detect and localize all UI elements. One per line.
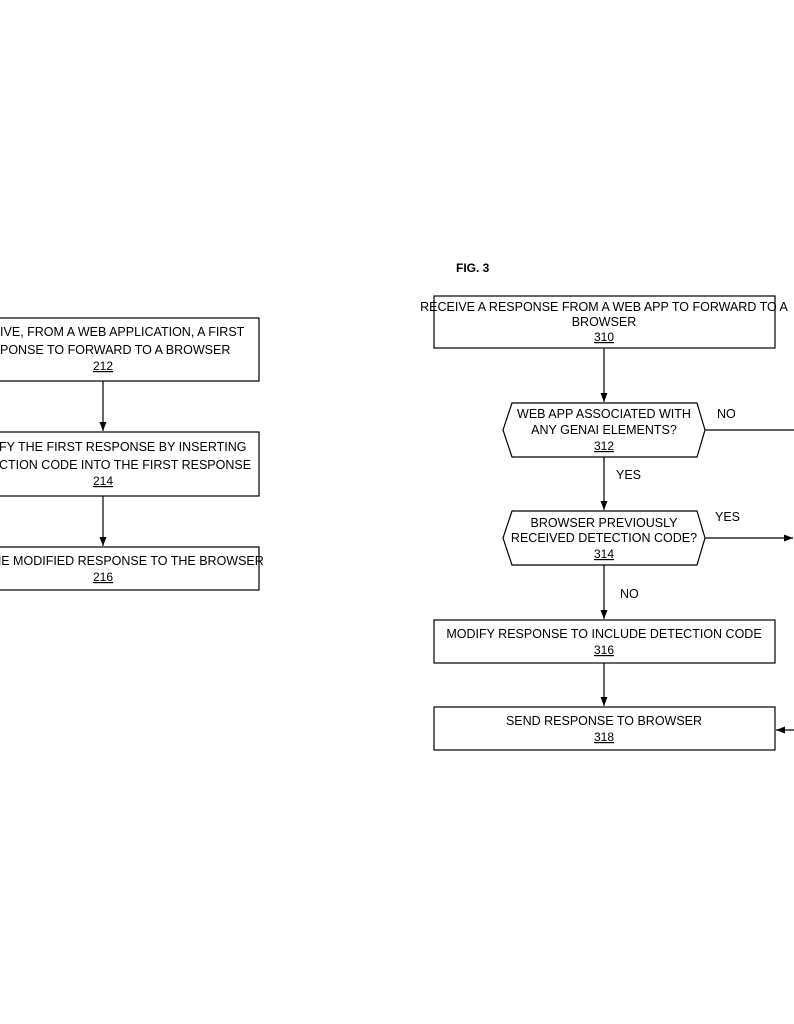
decision-312-hexagon: WEB APP ASSOCIATED WITH ANY GENAI ELEMEN… <box>502 402 706 458</box>
step-212-line1: EIVE, FROM A WEB APPLICATION, A FIRST <box>0 325 245 339</box>
step-318-line1: SEND RESPONSE TO BROWSER <box>506 714 702 728</box>
step-316-line1: MODIFY RESPONSE TO INCLUDE DETECTION COD… <box>446 627 761 641</box>
decision-312-line2: ANY GENAI ELEMENTS? <box>531 423 677 437</box>
step-310-box: RECEIVE A RESPONSE FROM A WEB APP TO FOR… <box>420 295 789 349</box>
figure-label: FIG. 3 <box>456 261 490 275</box>
step-214-line2: CTION CODE INTO THE FIRST RESPONSE <box>0 458 251 472</box>
step-212-ref: 212 <box>93 359 113 373</box>
decision-312-ref: 312 <box>594 439 614 453</box>
step-214-line1: IFY THE FIRST RESPONSE BY INSERTING <box>0 440 247 454</box>
decision-312-yes-label: YES <box>616 468 641 482</box>
step-310-line1: RECEIVE A RESPONSE FROM A WEB APP TO FOR… <box>420 300 788 314</box>
step-310-line2: BROWSER <box>572 315 637 329</box>
decision-312-no-label: NO <box>717 407 736 421</box>
step-216-line1: HE MODIFIED RESPONSE TO THE BROWSER <box>0 554 264 568</box>
step-216-ref: 216 <box>93 570 113 584</box>
step-216-box: HE MODIFIED RESPONSE TO THE BROWSER 216 <box>0 546 264 591</box>
step-214-box: IFY THE FIRST RESPONSE BY INSERTING CTIO… <box>0 431 260 497</box>
left-flowchart: EIVE, FROM A WEB APPLICATION, A FIRST SP… <box>0 317 264 591</box>
decision-314-line1: BROWSER PREVIOUSLY <box>530 516 678 530</box>
decision-314-hexagon: BROWSER PREVIOUSLY RECEIVED DETECTION CO… <box>502 510 706 566</box>
step-318-ref: 318 <box>594 730 614 744</box>
step-316-box: MODIFY RESPONSE TO INCLUDE DETECTION COD… <box>433 619 776 664</box>
step-212-box: EIVE, FROM A WEB APPLICATION, A FIRST SP… <box>0 317 260 382</box>
right-flowchart: FIG. 3 RECEIVE A RESPONSE FROM A WEB APP… <box>420 261 794 751</box>
step-214-ref: 214 <box>93 474 113 488</box>
step-318-box: SEND RESPONSE TO BROWSER 318 <box>433 706 776 751</box>
decision-312-line1: WEB APP ASSOCIATED WITH <box>517 407 691 421</box>
decision-314-ref: 314 <box>594 547 614 561</box>
step-310-ref: 310 <box>594 330 614 344</box>
decision-314-yes-label: YES <box>715 510 740 524</box>
step-212-line2: SPONSE TO FORWARD TO A BROWSER <box>0 343 230 357</box>
decision-314-no-label: NO <box>620 587 639 601</box>
step-316-ref: 316 <box>594 643 614 657</box>
decision-314-line2: RECEIVED DETECTION CODE? <box>511 531 697 545</box>
